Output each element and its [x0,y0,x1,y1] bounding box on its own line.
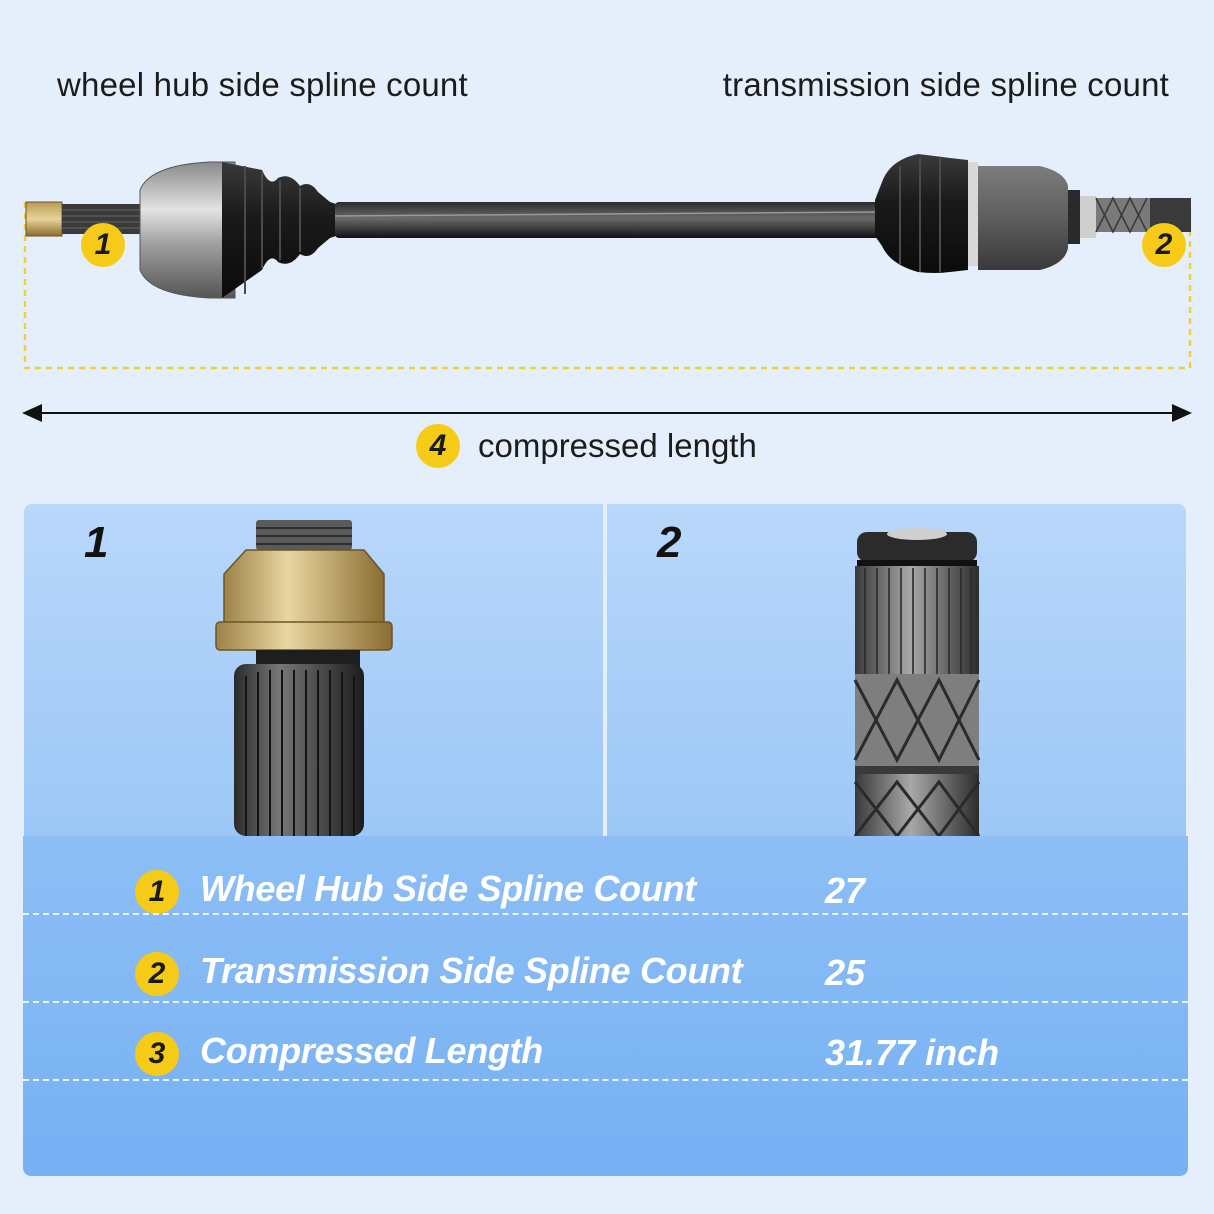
transmission-side-label: transmission side spline count [722,66,1169,103]
panel-number: 1 [84,518,109,567]
wheel-side-label: wheel hub side spline count [57,66,468,103]
badge-1-icon: 1 [81,223,125,267]
table-row: 2 Transmission Side Spline Count 25 [23,928,1188,1008]
badge-2-icon: 2 [1142,223,1186,267]
double-arrow-icon [22,404,1192,422]
table-row: 1 Wheel Hub Side Spline Count 27 [23,846,1188,926]
spec-value: 25 [825,952,866,993]
closeup-panel-wheel-side: 1 [24,504,603,836]
spec-value: 27 [825,870,866,911]
table-row: 3 Compressed Length 31.77 inch [23,1008,1188,1088]
spec-table: 1 Wheel Hub Side Spline Count 27 2 Trans… [23,836,1188,1176]
row-divider [23,1001,1188,1003]
wheel-spline-closeup-illustration [215,520,393,836]
compressed-length-label-group: 4 compressed length [416,424,757,468]
closeup-panel-transmission-side: 2 [607,504,1186,836]
spec-name: Compressed Length [200,1030,543,1071]
spec-name: Wheel Hub Side Spline Count [200,868,696,909]
spec-badge-icon: 3 [135,1032,179,1076]
spec-name: Transmission Side Spline Count [200,950,743,991]
panel-number: 2 [657,518,682,567]
axle-shaft-illustration [23,154,1192,370]
transmission-spline-closeup-illustration [853,528,981,836]
row-divider [23,1079,1188,1081]
row-divider [23,913,1188,915]
spec-badge-icon: 1 [135,870,179,914]
badge-4-icon: 4 [416,424,460,468]
compressed-length-label: compressed length [478,427,757,464]
spec-value: 31.77 inch [825,1032,1000,1073]
spec-badge-icon: 2 [135,952,179,996]
